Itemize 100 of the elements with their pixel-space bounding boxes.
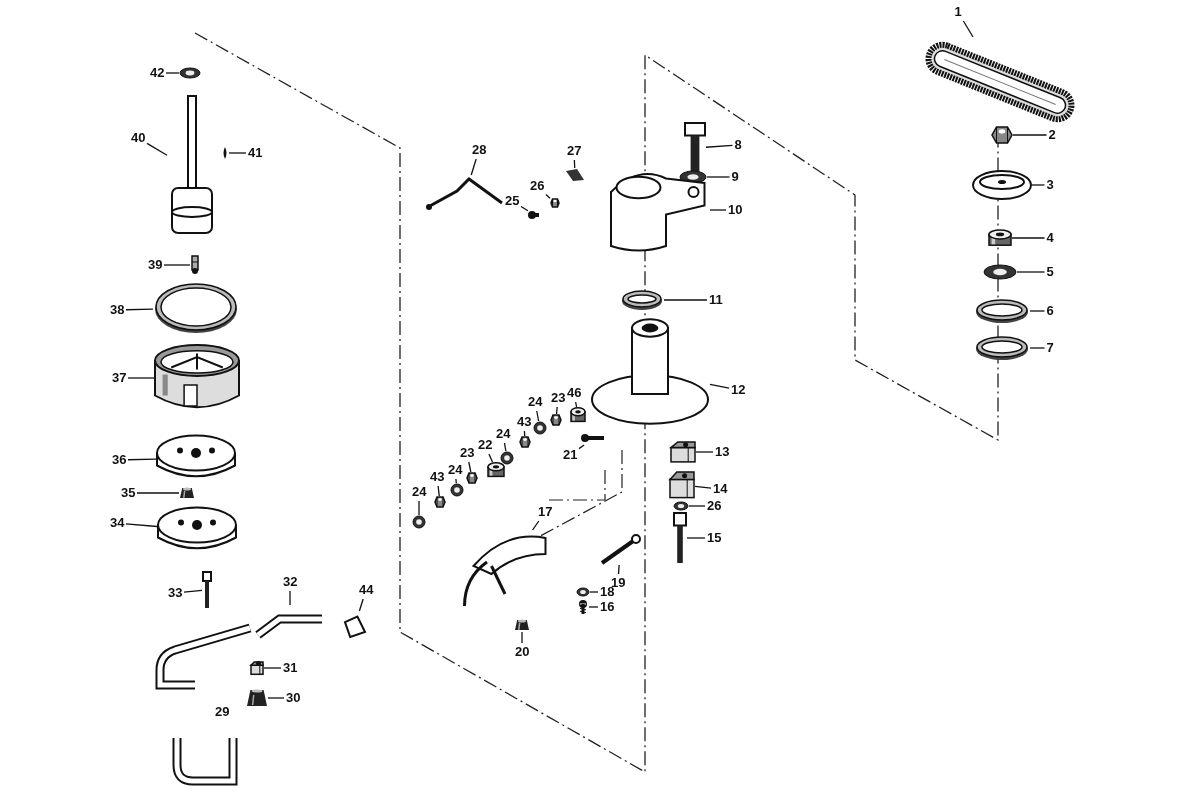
leader-line [575,401,578,408]
leader-line [488,453,494,463]
spacer-drawing [570,407,586,423]
washer-drawing [412,515,426,529]
callout-number: 4 [1046,231,1054,245]
leader-line [545,193,551,199]
leader-line [706,176,731,178]
leader-line [470,158,477,176]
leader-line [1031,184,1046,186]
cap-drawing [246,688,268,708]
bolt-drawing [673,513,687,563]
clip-drawing [669,471,695,499]
cap-drawing [179,486,195,500]
nut-drawing [434,496,446,508]
ring-drawing [974,298,1030,324]
callout-number: 44 [359,583,374,597]
callout-number: 35 [121,486,136,500]
callout-number: 23 [460,446,475,460]
leader-line [183,589,203,593]
callout-number: 26 [530,179,545,193]
washer-drawing [500,451,514,465]
callout-number: 31 [283,661,298,675]
leader-line [531,520,540,531]
leader-line [455,478,457,484]
leader-line [1029,310,1046,312]
ring-drawing [620,289,664,311]
callout-number: 16 [600,600,615,614]
callout-number: 6 [1046,304,1054,318]
leader-line [146,142,168,156]
leader-line [686,537,706,539]
callout-number: 34 [110,516,125,530]
ring-drawing [153,282,239,334]
callout-number: 40 [131,131,146,145]
ring-drawing [974,335,1030,361]
callout-number: 21 [563,448,578,462]
leader-line [418,500,420,516]
clip-drawing [670,441,696,463]
leader-line [523,430,526,437]
callout-number: 33 [168,586,183,600]
leader-line [165,72,180,74]
terminal-drawing [565,168,585,182]
nut-drawing [550,198,560,208]
clip-drawing [250,661,264,675]
leader-line [520,205,529,212]
leader-line [688,505,706,507]
leader-line [555,406,558,415]
callout-number: 5 [1046,265,1054,279]
callout-number: 7 [1046,341,1054,355]
leader-line [663,299,708,301]
callout-number: 38 [110,303,125,317]
callout-number: 43 [430,470,445,484]
leader-line [521,631,523,644]
leader-line [1012,134,1048,136]
callout-number: 43 [517,415,532,429]
leader-line [694,485,712,489]
spacer-drawing [988,229,1012,247]
screw-drawing [528,210,542,220]
leader-line [578,444,585,450]
callout-number: 26 [707,499,722,513]
callout-number: 14 [713,482,728,496]
leader-line [1016,271,1046,273]
screw-drawing [577,600,589,614]
callout-number: 24 [448,463,463,477]
washer-drawing [533,421,547,435]
leader-line [358,598,364,612]
callout-number: 8 [734,138,742,152]
nut-drawing [991,126,1013,144]
callout-number: 25 [505,194,520,208]
washer-drawing [576,587,590,597]
callout-number: 27 [567,144,582,158]
leader-line [588,606,599,608]
washer-drawing [983,264,1017,280]
callout-number: 17 [538,505,553,519]
key-drawing [221,146,229,160]
leader-line [136,492,180,494]
callout-number: 24 [528,395,543,409]
leader-line [1011,237,1046,239]
leader-line [1029,347,1046,349]
leader-line [709,209,727,211]
leader-line [695,451,714,453]
leader-line [589,591,599,593]
bolt-drawing [684,123,706,173]
callout-number: 39 [148,258,163,272]
callout-number: 41 [248,146,263,160]
callout-number: 10 [728,203,743,217]
leader-line [705,144,734,148]
callout-number: 46 [567,386,582,400]
callout-number: 24 [412,485,427,499]
leader-line [468,461,472,473]
leader-line [962,20,974,38]
leader-line [267,697,285,699]
callout-number: 42 [150,66,165,80]
housing-drawing [590,317,710,427]
leader-line [437,485,440,497]
callout-number: 22 [478,438,493,452]
leader-line [263,667,282,669]
callout-number: 29 [215,705,230,719]
bolt-drawing [202,572,212,608]
leader-line [163,264,191,266]
nut-drawing [519,436,531,448]
